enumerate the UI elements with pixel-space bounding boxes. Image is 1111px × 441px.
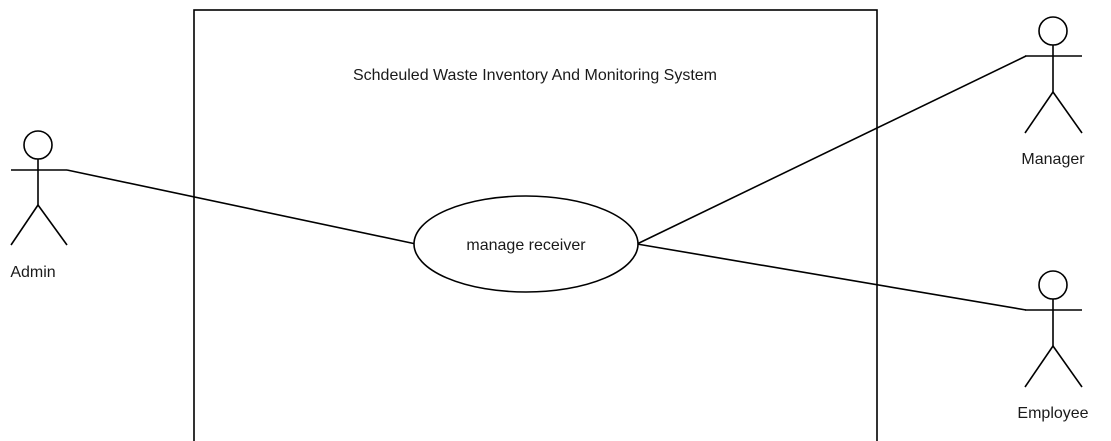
- actor-admin[interactable]: Admin: [10, 130, 68, 281]
- actor-employee-left-leg: [1024, 345, 1054, 388]
- actor-employee-label: Employee: [1017, 405, 1088, 422]
- actor-admin-label: Admin: [10, 264, 55, 281]
- actor-admin-left-leg: [10, 204, 39, 246]
- system-title: Schdeuled Waste Inventory And Monitoring…: [353, 67, 717, 84]
- association-admin: [66, 169, 417, 245]
- use-case-manage-receiver[interactable]: [413, 195, 639, 293]
- actor-manager-left-leg: [1024, 91, 1054, 134]
- actor-admin-right-leg: [37, 204, 68, 246]
- actor-employee[interactable]: Employee: [1017, 270, 1089, 422]
- association-manager: [636, 55, 1027, 245]
- actor-manager-head: [1038, 16, 1068, 46]
- actor-employee-head: [1038, 270, 1068, 300]
- association-employee: [636, 243, 1027, 311]
- actor-manager[interactable]: Manager: [1021, 16, 1085, 168]
- use-case-label: manage receiver: [466, 237, 586, 254]
- actor-employee-right-leg: [1052, 345, 1083, 388]
- actor-manager-right-leg: [1052, 91, 1083, 134]
- actor-manager-label: Manager: [1021, 151, 1085, 168]
- actor-admin-head: [23, 130, 53, 160]
